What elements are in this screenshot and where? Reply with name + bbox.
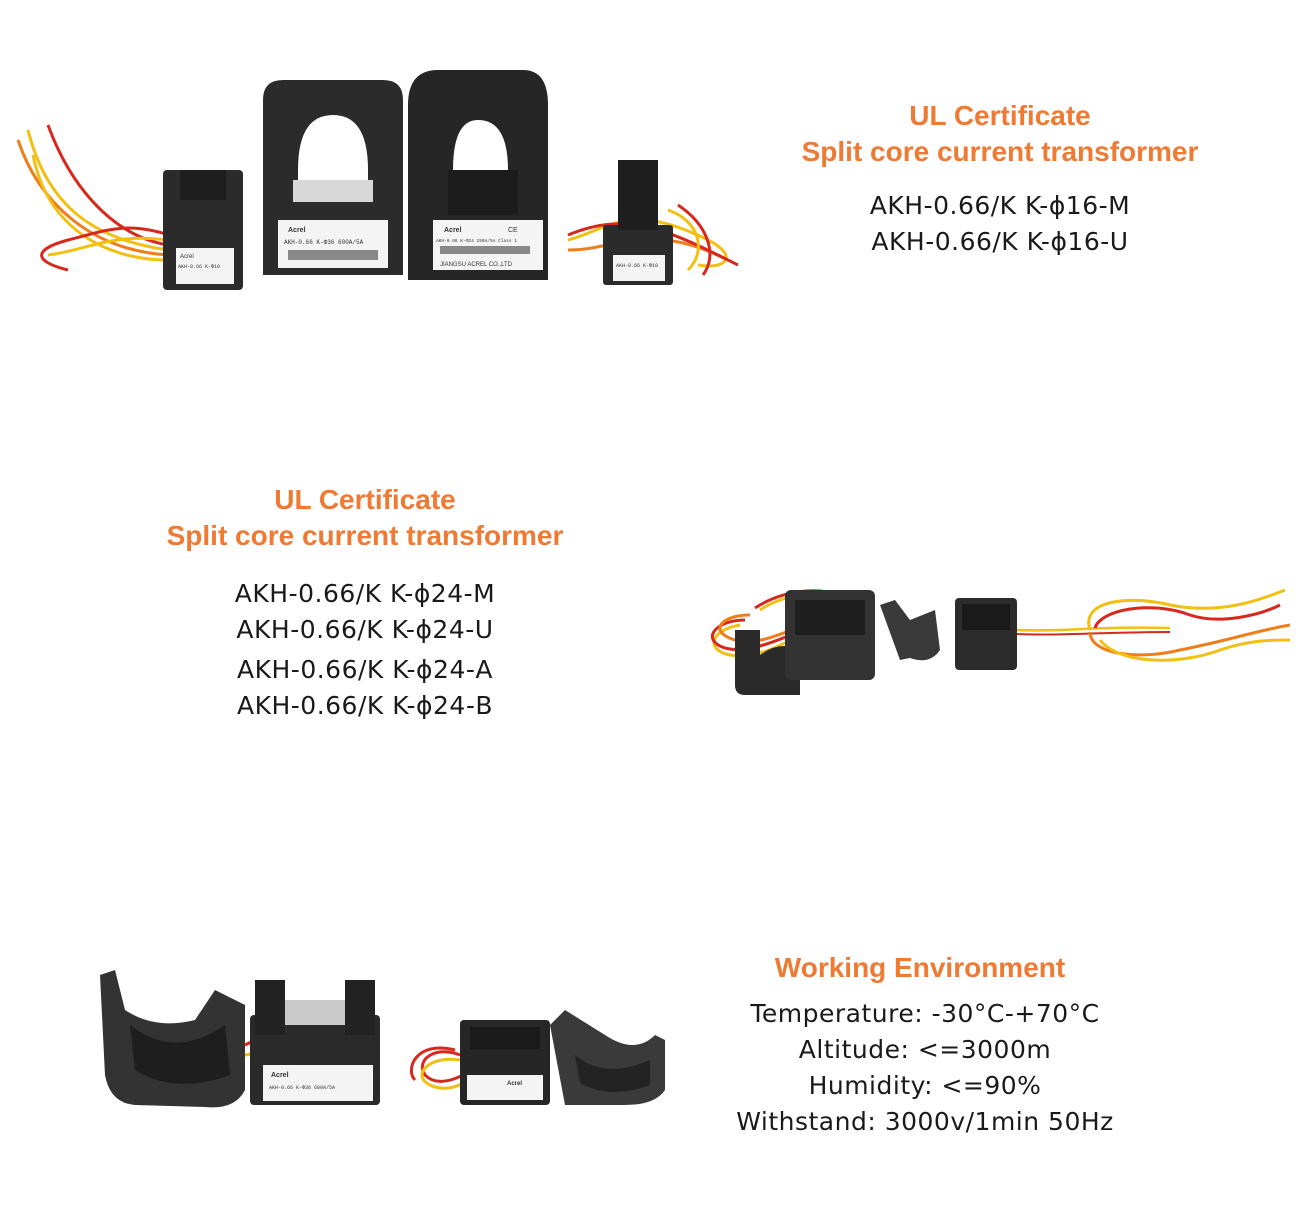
product-photo-environment: Acrel AKH-0.66 K-Φ36 600A/5A Acrel — [95, 965, 670, 1110]
large-left-brand: Acrel — [288, 227, 306, 234]
section1-model-2: AKH-0.66/K K-ϕ16-U — [871, 227, 1129, 256]
section1-text: UL Certificate Split core current transf… — [760, 98, 1240, 260]
section3-text: Working Environment Temperature: -30°C-+… — [700, 950, 1150, 1140]
small-left-brand: Acrel — [180, 254, 194, 260]
spec-temperature: Temperature: -30°C-+70°C — [750, 999, 1100, 1028]
large-left-model: AKH-0.66 K-Φ36 600A/5A — [284, 239, 364, 246]
spec-withstand: Withstand: 3000v/1min 50Hz — [736, 1107, 1114, 1136]
section2-heading-line2: Split core current transformer — [166, 520, 564, 551]
large-right-company: JIANGSU ACREL CO.,LTD — [440, 262, 513, 268]
product-photo-phi24 — [700, 570, 1295, 705]
env-right-brand: Acrel — [507, 1081, 522, 1087]
large-right-brand: Acrel — [444, 227, 462, 234]
small-left-model: AKH-0.66 K-Φ10 — [178, 264, 220, 270]
section3-heading: Working Environment — [774, 952, 1066, 983]
section2-text: UL Certificate Split core current transf… — [130, 482, 600, 724]
section-ul-phi16: Acrel AKH-0.66 K-Φ10 Acrel AKH-0.66 K-Φ3… — [0, 0, 1300, 330]
ce-mark: CE — [508, 227, 518, 234]
large-right-model: AKH-0.66 K-Φ24 150A/5A Class 1 — [436, 238, 517, 244]
small-right-model: AKH-0.66 K-Φ10 — [616, 263, 658, 269]
section1-model-1: AKH-0.66/K K-ϕ16-M — [869, 191, 1131, 220]
section1-heading-line1: UL Certificate — [909, 100, 1091, 131]
spec-altitude: Altitude: <=3000m — [798, 1035, 1052, 1064]
section1-heading-line2: Split core current transformer — [801, 136, 1199, 167]
section2-heading-line1: UL Certificate — [274, 484, 456, 515]
section-ul-phi24: UL Certificate Split core current transf… — [0, 470, 1300, 750]
section2-model-2: AKH-0.66/K K-ϕ24-U — [236, 615, 494, 644]
section2-model-3: AKH-0.66/K K-ϕ24-A — [237, 655, 493, 684]
transformer-group-image: Acrel AKH-0.66 K-Φ10 Acrel AKH-0.66 K-Φ3… — [16, 70, 739, 290]
env-left-brand: Acrel — [271, 1072, 289, 1079]
transformer-open-image: Acrel AKH-0.66 K-Φ36 600A/5A Acrel — [100, 970, 665, 1108]
spec-humidity: Humidity: <=90% — [808, 1071, 1042, 1100]
product-photo-phi16: Acrel AKH-0.66 K-Φ10 Acrel AKH-0.66 K-Φ3… — [8, 60, 743, 300]
section-working-environment: Acrel AKH-0.66 K-Φ36 600A/5A Acrel Worki… — [0, 940, 1300, 1200]
section2-model-1: AKH-0.66/K K-ϕ24-M — [234, 579, 496, 608]
transformer-pair-image — [711, 588, 1291, 695]
env-left-model: AKH-0.66 K-Φ36 600A/5A — [269, 1085, 335, 1091]
section2-model-4: AKH-0.66/K K-ϕ24-B — [236, 691, 493, 720]
